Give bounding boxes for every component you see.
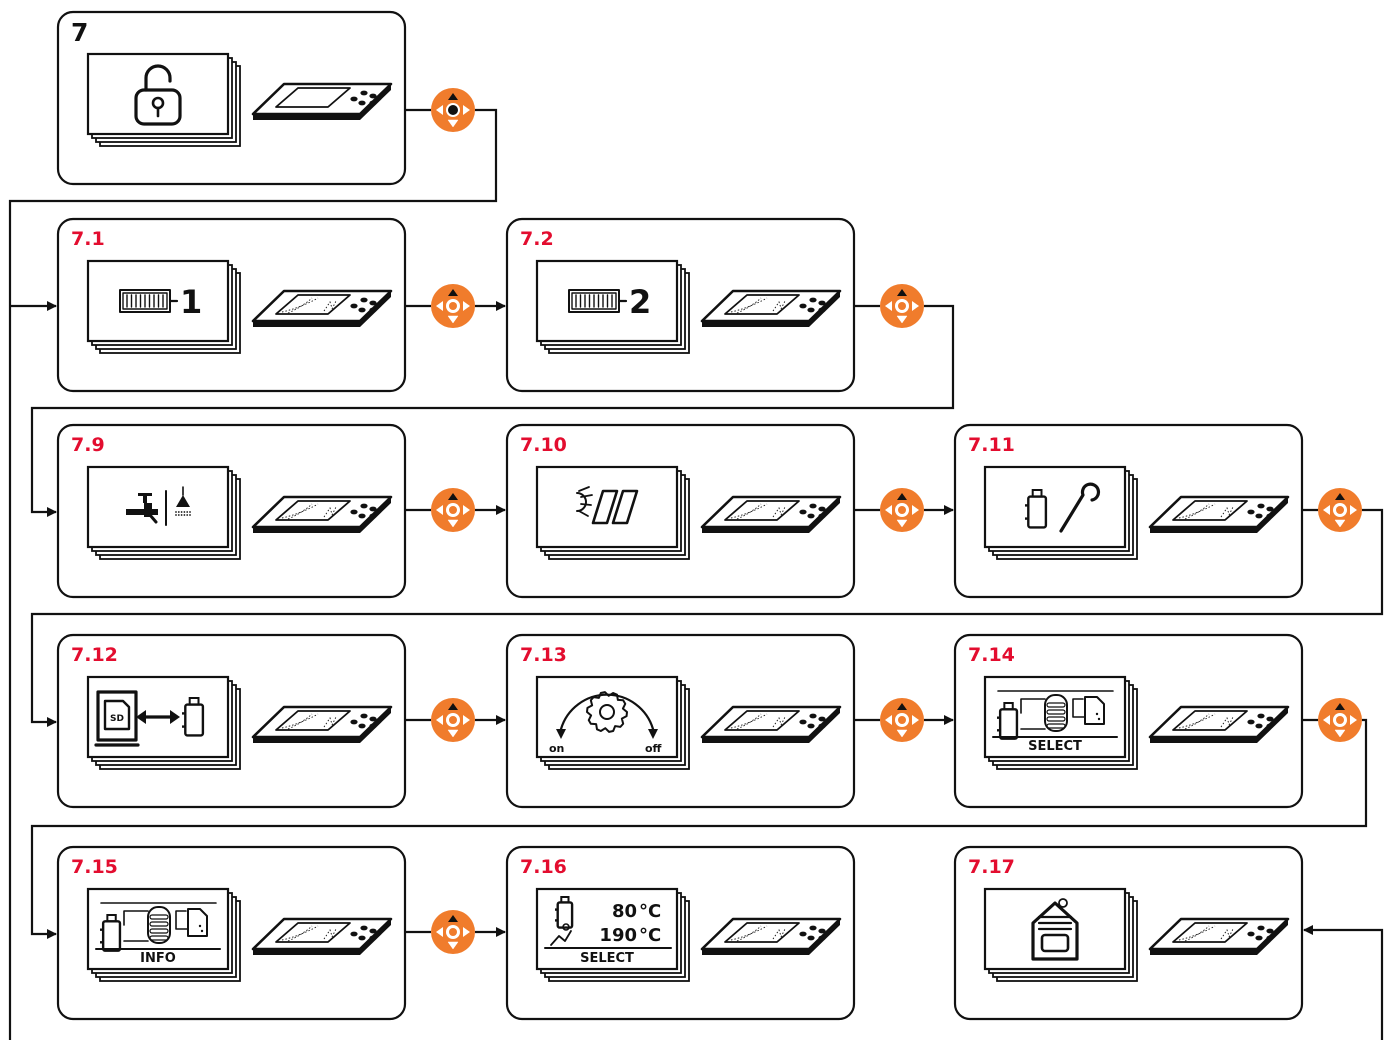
menu-box-7-1: 1 xyxy=(56,217,407,393)
menu-box-7-11 xyxy=(953,423,1304,599)
menu-item-number: 7.16 xyxy=(520,856,567,878)
navigation-pad-icon[interactable] xyxy=(880,488,924,532)
menu-item-number: 7.15 xyxy=(71,856,118,878)
navigation-pad-icon[interactable] xyxy=(431,284,475,328)
screen-stack: SELECT xyxy=(983,675,1138,770)
screen-stack: on off xyxy=(535,675,690,770)
menu-item-number: 7.2 xyxy=(520,228,554,250)
menu-box-7-15: INFO xyxy=(56,845,407,1021)
hydraulic-schema-icon: INFO xyxy=(95,902,221,966)
menu-box-7-9 xyxy=(56,423,407,599)
screen-stack xyxy=(86,465,241,560)
screen-stack xyxy=(983,465,1138,560)
hydraulic-schema-icon: SELECT xyxy=(992,690,1118,754)
control-panel-device-icon xyxy=(1148,917,1290,955)
navigation-pad-icon[interactable] xyxy=(431,488,475,532)
navigation-pad-icon[interactable] xyxy=(431,698,475,742)
control-panel-device-icon xyxy=(251,917,393,955)
svg-text:80: 80 xyxy=(612,901,637,922)
control-panel-device-icon xyxy=(700,705,842,743)
control-panel-device-icon xyxy=(700,289,842,327)
svg-text:on: on xyxy=(549,742,564,755)
menu-item-number: 7 xyxy=(71,18,89,47)
connector-lines xyxy=(8,108,1384,1040)
svg-text:°C: °C xyxy=(639,925,661,946)
connector-line xyxy=(8,108,498,1040)
menu-box-7-12: SD xyxy=(56,633,407,809)
control-panel-device-icon xyxy=(700,495,842,533)
gear-on-off-icon: on off xyxy=(549,691,662,755)
menu-box-7 xyxy=(56,10,407,186)
control-panel-device-icon xyxy=(251,82,393,120)
screen-stack: SD xyxy=(86,675,241,770)
svg-text:off: off xyxy=(645,742,662,755)
connector-line xyxy=(30,718,1368,939)
radiator-icon: 2 xyxy=(568,283,651,321)
radiator-number: 1 xyxy=(180,283,202,321)
screen-caption: SELECT xyxy=(580,951,634,966)
menu-item-number: 7.1 xyxy=(71,228,105,250)
solar-collector-icon xyxy=(576,486,639,525)
boiler-wrench-icon xyxy=(1025,482,1101,533)
svg-text:190: 190 xyxy=(599,925,637,946)
menu-box-7-17 xyxy=(953,845,1304,1021)
menu-item-number: 7.13 xyxy=(520,644,567,666)
screen-caption: SELECT xyxy=(1028,739,1082,754)
svg-text:SD: SD xyxy=(110,714,124,724)
screen-caption: INFO xyxy=(140,951,176,966)
radiator-icon: 1 xyxy=(119,283,202,321)
menu-box-7-13: on off xyxy=(505,633,856,809)
menu-box-7-2: 2 xyxy=(505,217,856,393)
connector-line xyxy=(30,304,955,517)
menu-item-number: 7.12 xyxy=(71,644,118,666)
navigation-pad-icon[interactable] xyxy=(431,910,475,954)
screen-stack xyxy=(86,52,241,147)
control-panel-device-icon xyxy=(1148,495,1290,533)
navigation-pad-icon[interactable] xyxy=(880,284,924,328)
radiator-number: 2 xyxy=(629,283,651,321)
screen-stack: 2 xyxy=(535,259,690,354)
house-heating-icon xyxy=(1031,898,1079,961)
menu-item-number: 7.10 xyxy=(520,434,567,456)
unlock-padlock-icon xyxy=(134,64,182,126)
navigation-pad-icon[interactable] xyxy=(431,88,475,132)
screen-stack: 1 xyxy=(86,259,241,354)
tap-shower-icon xyxy=(126,486,191,526)
sd-card-transfer-icon: SD xyxy=(94,690,205,747)
connector-line xyxy=(30,508,1384,727)
control-panel-device-icon xyxy=(251,495,393,533)
menu-item-number: 7.11 xyxy=(968,434,1015,456)
connector-line xyxy=(1303,925,1384,1040)
menu-item-number: 7.17 xyxy=(968,856,1015,878)
screen-stack xyxy=(983,887,1138,982)
control-panel-device-icon xyxy=(251,289,393,327)
navigation-pad-icon[interactable] xyxy=(1318,488,1362,532)
menu-box-7-10 xyxy=(505,423,856,599)
control-panel-device-icon xyxy=(251,705,393,743)
svg-text:°C: °C xyxy=(639,901,661,922)
menu-item-number: 7.9 xyxy=(71,434,105,456)
menu-item-number: 7.14 xyxy=(968,644,1015,666)
navigation-pad-icon[interactable] xyxy=(1318,698,1362,742)
screen-stack: INFO xyxy=(86,887,241,982)
control-panel-device-icon xyxy=(1148,705,1290,743)
menu-box-7-14: SELECT xyxy=(953,633,1304,809)
screen-stack xyxy=(535,465,690,560)
navigation-pad-icon[interactable] xyxy=(880,698,924,742)
control-panel-device-icon xyxy=(700,917,842,955)
